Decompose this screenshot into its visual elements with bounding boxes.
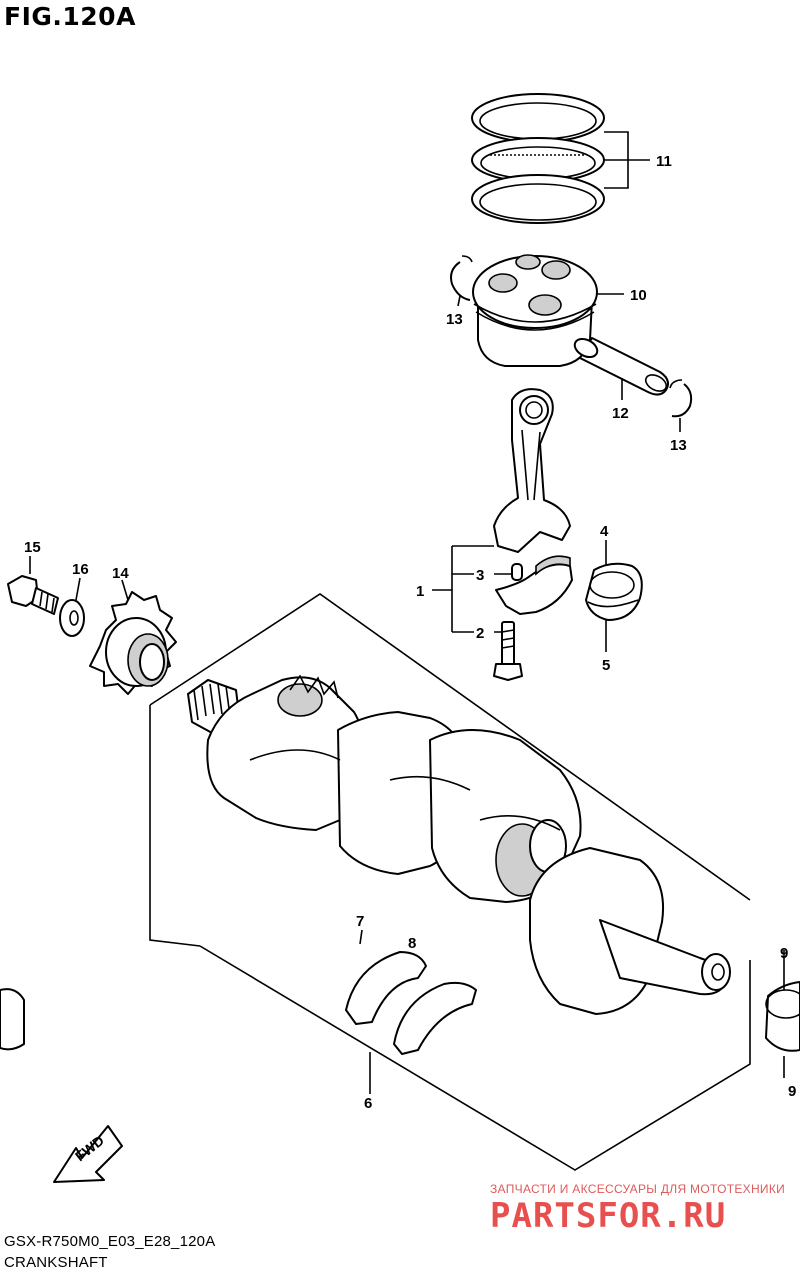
- cam-drive-sprocket[interactable]: [89, 591, 177, 695]
- callout-9-lower[interactable]: 9: [788, 1083, 796, 1100]
- piston-rings[interactable]: [471, 93, 605, 224]
- main-bearing-left[interactable]: [0, 988, 25, 1051]
- dowel-pin[interactable]: [511, 563, 523, 581]
- callout-12[interactable]: 12: [612, 405, 629, 422]
- connecting-rod[interactable]: [493, 388, 571, 553]
- figure-title: FIG.120A: [4, 2, 136, 31]
- leader-lines: [29, 131, 785, 1094]
- thrust-bearing-upper[interactable]: [345, 951, 427, 1025]
- callout-6[interactable]: 6: [364, 1095, 372, 1112]
- figure-name: CRANKSHAFT: [4, 1254, 108, 1271]
- callout-8[interactable]: 8: [408, 935, 416, 952]
- figure-code: GSX-R750M0_E03_E28_120A: [4, 1233, 216, 1250]
- crankshaft-frame: [149, 593, 751, 1171]
- sprocket-bolt[interactable]: [7, 575, 59, 615]
- callout-5[interactable]: 5: [602, 657, 610, 674]
- callout-2[interactable]: 2: [476, 625, 484, 642]
- callout-3[interactable]: 3: [476, 567, 484, 584]
- crankshaft[interactable]: [187, 674, 731, 1015]
- callout-13-upper[interactable]: 13: [446, 311, 463, 328]
- callout-1[interactable]: 1: [416, 583, 424, 600]
- watermark-tagline: ЗАПЧАСТИ И АКСЕССУАРЫ ДЛЯ МОТОТЕХНИКИ: [490, 1182, 786, 1196]
- connecting-rod-cap[interactable]: [495, 555, 573, 615]
- watermark-logo: PARTSFOR.RU: [490, 1196, 727, 1236]
- callout-10[interactable]: 10: [630, 287, 647, 304]
- fwd-arrow-icon: FWD: [53, 1125, 123, 1183]
- callout-9-upper[interactable]: 9: [780, 945, 788, 962]
- circlip-upper[interactable]: [450, 255, 473, 301]
- thrust-bearing-lower[interactable]: [393, 981, 477, 1055]
- main-bearing-right[interactable]: [765, 981, 800, 1052]
- callout-11[interactable]: 11: [656, 153, 672, 170]
- piston-pin[interactable]: [572, 335, 669, 396]
- circlip-lower[interactable]: [669, 379, 693, 418]
- washer[interactable]: [59, 599, 85, 637]
- rod-bolt[interactable]: [493, 621, 523, 681]
- callout-4[interactable]: 4: [600, 523, 609, 540]
- callout-bracket-1: [432, 545, 512, 633]
- callout-7[interactable]: 7: [356, 913, 364, 930]
- conrod-bearing[interactable]: [585, 562, 643, 621]
- callout-15[interactable]: 15: [24, 539, 41, 556]
- callout-14[interactable]: 14: [112, 565, 129, 582]
- callout-16[interactable]: 16: [72, 561, 89, 578]
- callout-13-lower[interactable]: 13: [670, 437, 687, 454]
